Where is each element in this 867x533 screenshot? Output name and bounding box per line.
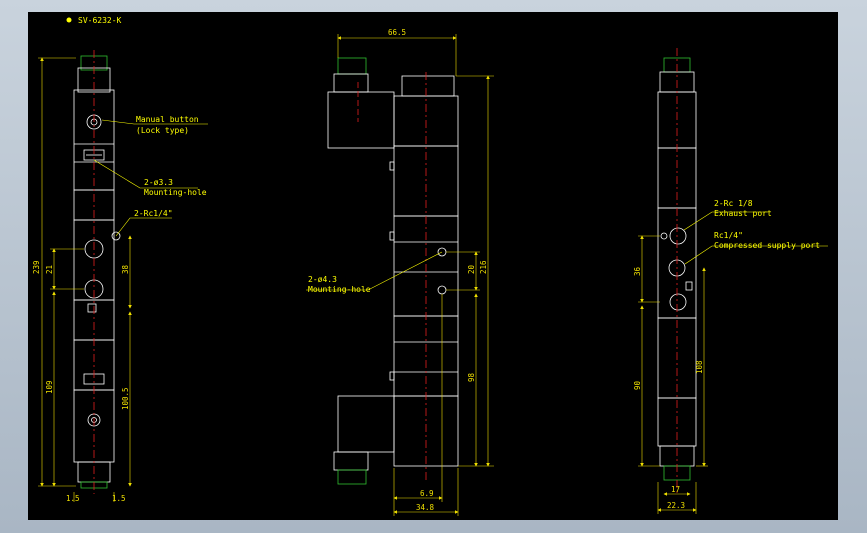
- left-dim-lower: 109: [45, 380, 54, 394]
- middle-dim-lower: 98: [467, 372, 476, 382]
- right-dimensions: [638, 235, 708, 514]
- manual-button-label: Manual button: [136, 115, 199, 124]
- middle-dim-body-width: 34.8: [416, 503, 435, 512]
- left-dim-bottom-left: 1.5: [66, 494, 80, 503]
- title-bullet: [66, 17, 72, 23]
- drawing-id: SV-6232-K: [78, 16, 122, 25]
- left-mounting-qty: 2-ø3.3: [144, 178, 173, 187]
- left-view: [73, 55, 121, 489]
- supply-qty: Rc1/4": [714, 231, 743, 240]
- left-dim-pitch-small: 21: [45, 265, 54, 274]
- left-dim-pitch: 38: [121, 264, 130, 274]
- right-dim-90: 90: [633, 380, 642, 390]
- left-dim-height: 239: [32, 260, 41, 274]
- left-dim-bottom-right: 1.5: [112, 494, 126, 503]
- right-leaders: [683, 211, 828, 265]
- exhaust-label: Exhaust port: [714, 209, 772, 218]
- left-dimensions: [38, 57, 132, 502]
- middle-mounting-label: Mounting-hole: [308, 285, 371, 294]
- drawing-sheet: SV-6232-K: [28, 12, 838, 520]
- middle-dim-offset: 6.9: [420, 489, 434, 498]
- middle-dimensions: [337, 34, 494, 516]
- middle-dim-hole-pitch: 20: [467, 264, 476, 274]
- right-dim-108: 108: [695, 360, 704, 374]
- middle-dim-height: 216: [479, 260, 488, 274]
- left-port-label: 2-Rc1/4": [134, 209, 173, 218]
- left-mounting-label: Mounting-hole: [144, 188, 207, 197]
- right-dim-22: 22.3: [667, 501, 685, 510]
- middle-mounting-qty: 2-ø4.3: [308, 275, 337, 284]
- supply-label: Compressed supply port: [714, 241, 820, 250]
- right-dim-36: 36: [633, 266, 642, 276]
- exhaust-qty: 2-Rc 1/8: [714, 199, 753, 208]
- lock-type-label: (Lock type): [136, 126, 189, 135]
- middle-dim-top-width: 66.5: [388, 28, 406, 37]
- right-dim-17: 17: [671, 485, 680, 494]
- middle-leader: [306, 251, 443, 291]
- cad-drawing: SV-6232-K: [32, 16, 828, 516]
- left-leaders: [93, 119, 208, 237]
- left-dim-lower-2: 100.5: [121, 387, 130, 410]
- middle-view: [327, 57, 459, 485]
